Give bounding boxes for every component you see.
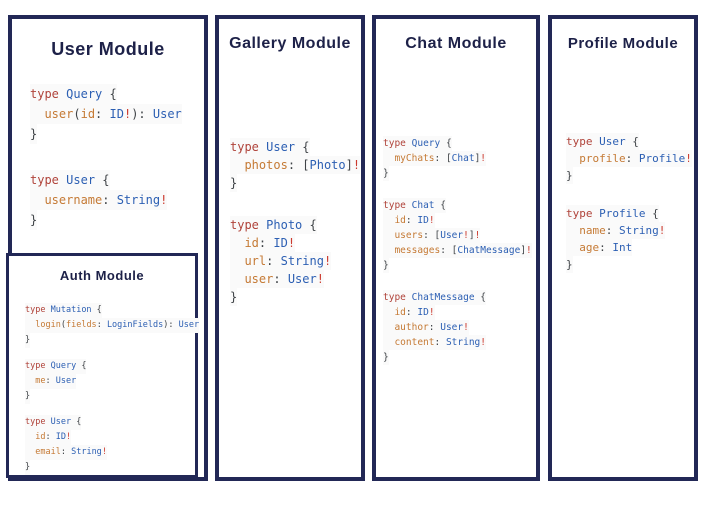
- panel-auth-module: Auth Module type Mutation { login(fields…: [6, 253, 200, 478]
- code-block: type Chat { id: ID! users: [User!]! mess…: [383, 198, 532, 273]
- code-line: }: [383, 350, 389, 365]
- code-line: type User {: [566, 133, 639, 150]
- code-line: author: User!: [383, 320, 469, 335]
- chat-module-code: type Query { myChats: [Chat]!}type Chat …: [383, 136, 532, 365]
- code-line: content: String!: [383, 335, 487, 350]
- code-block: type User { id: ID! email: String!}: [25, 415, 199, 475]
- code-line: id: ID!: [230, 234, 296, 252]
- code-block: type User { photos: [Photo]!}: [230, 138, 361, 192]
- code-line: email: String!: [25, 445, 107, 460]
- code-line: user: User!: [230, 270, 324, 288]
- code-block: type Query { user(id: ID!): User}: [30, 84, 182, 144]
- code-line: login(fields: LoginFields): User: [25, 318, 200, 333]
- gallery-module-code: type User { photos: [Photo]!}type Photo …: [230, 138, 361, 306]
- code-block: type ChatMessage { id: ID! author: User!…: [383, 290, 532, 365]
- code-line: name: String!: [566, 222, 666, 239]
- code-line: }: [30, 210, 38, 230]
- code-block: type Profile { name: String! age: Int}: [566, 205, 692, 273]
- code-line: }: [230, 174, 238, 192]
- code-line: }: [230, 288, 238, 306]
- code-line: users: [User!]!: [383, 228, 481, 243]
- profile-module-title: Profile Module: [567, 35, 679, 52]
- code-line: }: [25, 333, 31, 348]
- code-block: type Query { me: User}: [25, 359, 199, 404]
- code-line: type Profile {: [566, 205, 659, 222]
- code-line: }: [383, 166, 389, 181]
- code-line: type User {: [30, 170, 110, 190]
- code-line: user(id: ID!): User: [30, 104, 182, 124]
- code-line: type Query {: [25, 359, 87, 374]
- code-line: id: ID!: [383, 213, 435, 228]
- code-line: username: String!: [30, 190, 168, 210]
- code-block: type Query { myChats: [Chat]!}: [383, 136, 532, 181]
- code-line: type Mutation {: [25, 303, 102, 318]
- code-block: type User { username: String!}: [30, 170, 182, 230]
- code-line: type Query {: [383, 136, 452, 151]
- panel-profile-module: Profile Module type User { profile: Prof…: [548, 15, 698, 481]
- code-line: }: [383, 258, 389, 273]
- auth-module-code: type Mutation { login(fields: LoginField…: [25, 303, 200, 475]
- gallery-module-title: Gallery Module: [229, 35, 351, 52]
- code-line: }: [566, 167, 573, 184]
- code-block: type User { profile: Profile!}: [566, 133, 692, 184]
- code-line: age: Int: [566, 239, 633, 256]
- code-line: profile: Profile!: [566, 150, 692, 167]
- code-line: type User {: [230, 138, 310, 156]
- code-line: photos: [Photo]!: [230, 156, 361, 174]
- code-line: type Query {: [30, 84, 117, 104]
- code-line: id: ID!: [25, 430, 72, 445]
- chat-module-title: Chat Module: [405, 35, 507, 52]
- auth-module-title: Auth Module: [59, 268, 145, 283]
- code-block: type Mutation { login(fields: LoginField…: [25, 303, 200, 348]
- user-module-code: type Query { user(id: ID!): User}type Us…: [30, 84, 182, 230]
- code-line: type Photo {: [230, 216, 317, 234]
- panel-gallery-module: Gallery Module type User { photos: [Phot…: [215, 15, 365, 481]
- code-line: id: ID!: [383, 305, 435, 320]
- code-line: me: User: [25, 374, 77, 389]
- code-line: }: [25, 389, 31, 404]
- code-line: }: [566, 256, 573, 273]
- code-line: type Chat {: [383, 198, 446, 213]
- user-module-title: User Module: [51, 39, 165, 59]
- code-line: }: [30, 124, 38, 144]
- code-line: type User {: [25, 415, 82, 430]
- code-block: type Photo { id: ID! url: String! user: …: [230, 216, 360, 306]
- panel-chat-module: Chat Module type Query { myChats: [Chat]…: [372, 15, 540, 481]
- code-line: type ChatMessage {: [383, 290, 486, 305]
- code-line: url: String!: [230, 252, 332, 270]
- code-line: messages: [ChatMessage]!: [383, 243, 532, 258]
- code-line: }: [25, 460, 31, 475]
- profile-module-code: type User { profile: Profile!}type Profi…: [566, 133, 692, 273]
- code-line: myChats: [Chat]!: [383, 151, 487, 166]
